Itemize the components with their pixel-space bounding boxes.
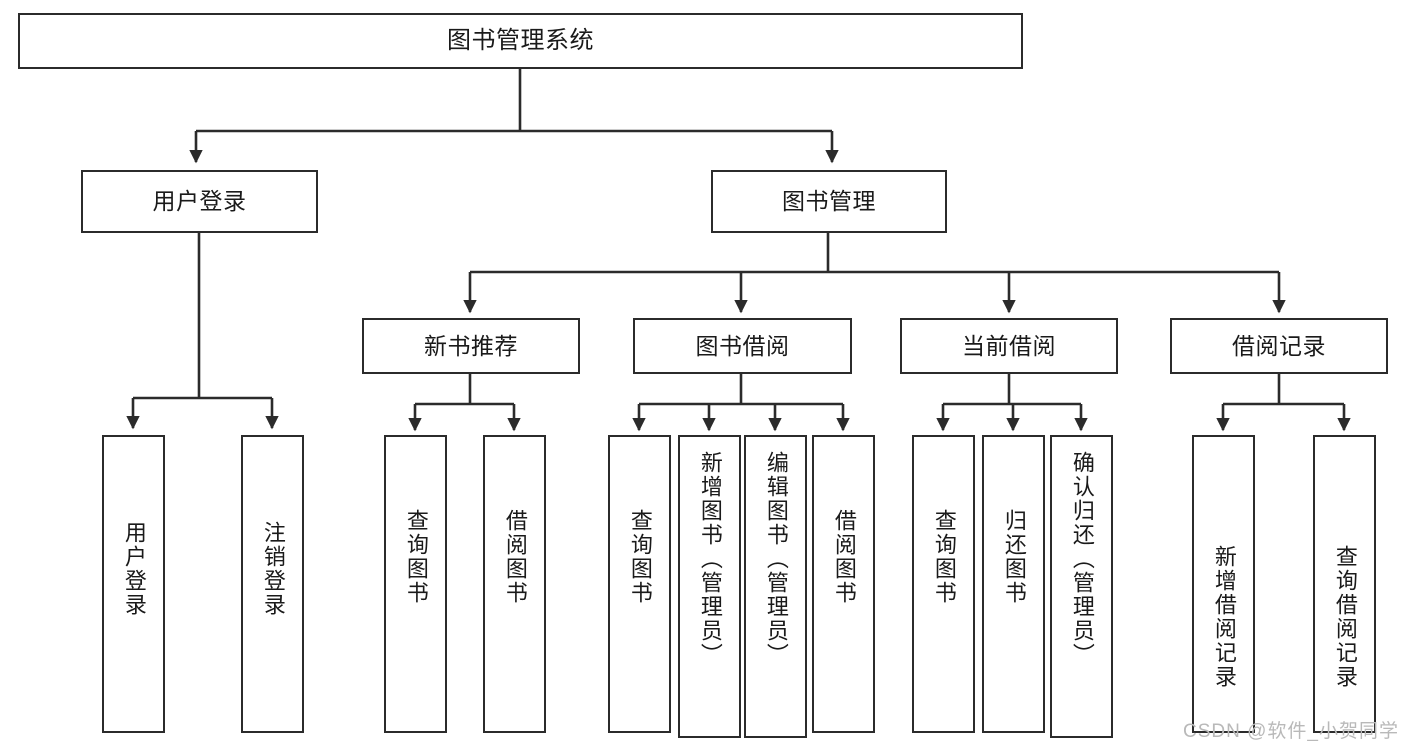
node-label: 查询借阅记录 bbox=[1332, 545, 1358, 689]
leaf-current-borrow-return-book[interactable]: 归还图书 bbox=[982, 435, 1045, 733]
node-new-book-recommend[interactable]: 新书推荐 bbox=[362, 318, 580, 374]
node-label: 新书推荐 bbox=[424, 332, 518, 359]
leaf-borrow-records-add-record[interactable]: 新增借阅记录 bbox=[1192, 435, 1255, 733]
csdn-watermark: CSDN @软件_小贺同学 bbox=[1183, 721, 1399, 742]
node-root-book-management-system[interactable]: 图书管理系统 bbox=[18, 13, 1023, 69]
leaf-new-book-query-book[interactable]: 查询图书 bbox=[384, 435, 447, 733]
leaf-user-login-logout[interactable]: 注销登录 bbox=[241, 435, 304, 733]
leaf-user-login-login[interactable]: 用户登录 bbox=[102, 435, 165, 733]
node-label: 借阅图书 bbox=[831, 509, 857, 605]
node-label: 图书借阅 bbox=[695, 332, 790, 359]
node-label: 图书管理 bbox=[782, 188, 876, 215]
node-book-management[interactable]: 图书管理 bbox=[711, 170, 947, 233]
node-label: 用户登录 bbox=[121, 521, 147, 617]
leaf-current-borrow-confirm-return-admin[interactable]: 确认归还（管理员） bbox=[1050, 435, 1113, 738]
node-user-login[interactable]: 用户登录 bbox=[81, 170, 318, 233]
node-label: 新增图书（管理员） bbox=[697, 451, 723, 667]
node-label: 借阅记录 bbox=[1232, 332, 1326, 359]
node-book-borrow[interactable]: 图书借阅 bbox=[633, 318, 852, 374]
node-label: 确认归还（管理员） bbox=[1069, 451, 1095, 667]
node-current-borrow[interactable]: 当前借阅 bbox=[900, 318, 1118, 374]
node-label: 查询图书 bbox=[931, 509, 957, 605]
node-label: 查询图书 bbox=[627, 509, 653, 605]
leaf-new-book-borrow-book[interactable]: 借阅图书 bbox=[483, 435, 546, 733]
node-label: 用户登录 bbox=[152, 188, 247, 215]
node-label: 注销登录 bbox=[260, 521, 286, 617]
node-borrow-records[interactable]: 借阅记录 bbox=[1170, 318, 1388, 374]
node-label: 归还图书 bbox=[1001, 509, 1027, 605]
leaf-book-borrow-edit-book-admin[interactable]: 编辑图书（管理员） bbox=[744, 435, 807, 738]
node-label: 编辑图书（管理员） bbox=[763, 451, 789, 667]
node-label: 当前借阅 bbox=[962, 332, 1056, 359]
leaf-borrow-records-query-record[interactable]: 查询借阅记录 bbox=[1313, 435, 1376, 733]
node-label: 查询图书 bbox=[403, 509, 429, 605]
leaf-book-borrow-query-book[interactable]: 查询图书 bbox=[608, 435, 671, 733]
leaf-book-borrow-add-book-admin[interactable]: 新增图书（管理员） bbox=[678, 435, 741, 738]
node-label: 图书管理系统 bbox=[447, 27, 594, 55]
leaf-book-borrow-borrow-book[interactable]: 借阅图书 bbox=[812, 435, 875, 733]
node-label: 新增借阅记录 bbox=[1211, 545, 1237, 689]
leaf-current-borrow-query-book[interactable]: 查询图书 bbox=[912, 435, 975, 733]
node-label: 借阅图书 bbox=[502, 509, 528, 605]
